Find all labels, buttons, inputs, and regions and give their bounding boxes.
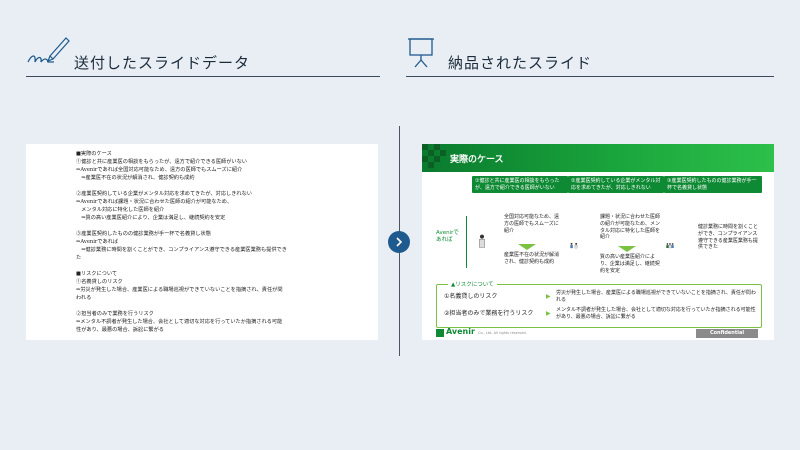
left-header-title: 送付したスライドデータ (74, 54, 251, 72)
right-header-rule (406, 76, 774, 77)
consultation-figure-icon (570, 242, 578, 249)
case-2-body: 課題・状況に合わせた医師の紹介が可能なため、メンタル対応に特化した医師を紹介 (600, 214, 661, 241)
document-line: ■実際のケース (76, 151, 112, 157)
risk-title: ▲リスクについて (448, 280, 497, 288)
chevron-right-icon (396, 237, 403, 247)
document-line: ⇒産業医不在の状況が解消され、健診契約も成約 (76, 175, 195, 181)
case-3-body: 健診業務に時間を割くことができ、コンプライアンス遵守できる産業医業務も提供できた (698, 224, 759, 251)
document-line: ③産業医契約したものの健診業務が手一杯で名義貸し状態 (76, 231, 211, 237)
left-header-rule (26, 76, 380, 77)
case-3-header: ③産業医契約したものの健診業務が手一杯で名義貸し状態 (664, 176, 762, 193)
case-2-arrow (618, 246, 636, 252)
document-line: ②産業医契約している企業がメンタル対応を求めてきたが、対応しきれない (76, 191, 252, 197)
doctor-figure-icon (479, 234, 485, 248)
confidential-badge: Confidential (696, 329, 758, 338)
risk-2-text: メンタル不調者が発生した場合、会社として適切な対応を行っていたか指摘される可能性… (556, 307, 756, 320)
document-line: ⇒メンタル不調者が発生した場合、会社として適切な対応を行っていたか指摘される可能 (76, 319, 283, 325)
document-line: われる (76, 295, 92, 301)
slide-title-bar: 実際のケース (422, 144, 774, 172)
avenir-label: Avenirであれば (436, 230, 459, 244)
document-line: ⇒Avenirであれば全国対応可能なため、遠方の医師でもスムーズに紹介 (76, 167, 243, 173)
team-figure-icon (666, 243, 674, 249)
presentation-board-icon (406, 36, 436, 68)
document-line: ⇒Avenirであれば (76, 239, 119, 245)
risk-box (436, 284, 762, 328)
risk-1-arrow-icon: ▶ (546, 293, 551, 300)
document-line: ①名義貸しのリスク (76, 279, 123, 285)
document-line: 性があり、最悪の場合、訴訟に繋がる (76, 327, 164, 333)
brand-logo-icon (436, 329, 444, 337)
delivered-slide: 実際のケース ①健診と共に産業医の相談をもらったが、遠方で紹介できる医師がいない… (422, 144, 774, 340)
case-1-header: ①健診と共に産業医の相談をもらったが、遠方で紹介できる医師がいない (472, 176, 568, 193)
slide-title: 実際のケース (450, 155, 504, 165)
risk-1-label: ①名義貸しのリスク (444, 293, 498, 300)
risk-1-text: 労災が発生した場合、産業医による職場巡視ができていないことを指摘され、責任が問わ… (556, 290, 756, 303)
document-line: た (76, 255, 82, 261)
risk-2-arrow-icon: ▶ (546, 310, 551, 317)
case-2-result: 質の高い産業医紹介により、企業は満足し、継続契約を安定 (600, 254, 660, 274)
warning-icon: ▲ (451, 282, 456, 288)
case-1-body: 全国対応可能なため、遠方の医師でもスムーズに紹介 (504, 214, 560, 234)
document-line: ⇒健診業務に時間を割くことができ、コンプライアンス遵守できる産業医業務も提供でき (76, 247, 287, 253)
risk-2-label: ②担当者のみで業務を行うリスク (444, 310, 534, 317)
brand-logo: Avenir (446, 327, 475, 336)
case-1-arrow (518, 244, 536, 250)
source-document: ■実際のケース ①健診と共に産業医の相談をもらったが、遠方で紹介できる医師がいない… (26, 144, 378, 340)
signature-pen-icon (26, 32, 72, 68)
next-arrow-button[interactable] (388, 231, 410, 253)
document-line: ⇒労災が発生した場合、産業医による職場巡視ができていないことを指摘され、責任が問 (76, 287, 283, 293)
case-2-header: ②産業医契約している企業がメンタル対応を求めてきたが、対応しきれない (568, 176, 664, 193)
document-line: ②担当者のみで業務を行うリスク (76, 311, 154, 317)
checker-pattern-icon (422, 144, 446, 168)
right-header-title: 納品されたスライド (448, 54, 593, 72)
document-line: ①健診と共に産業医の相談をもらったが、遠方で紹介できる医師がいない (76, 159, 247, 165)
document-line: ■リスクについて (76, 271, 118, 277)
case-1-result: 産業医不在の状況が解消され、健診契約も成約 (504, 252, 560, 265)
document-line: ⇒Avenirであれば課題・状況に合わせた医師の紹介が可能なため、 (76, 199, 233, 205)
document-line: メンタル対応に特化した医師を紹介 (76, 207, 165, 213)
avenir-label-box: Avenirであれば (436, 216, 467, 268)
document-line: ⇒質の高い産業医紹介により、企業は満足し、継続契約を安定 (76, 215, 226, 221)
copyright: Co., Ltd. All rights reserved. (478, 331, 527, 335)
